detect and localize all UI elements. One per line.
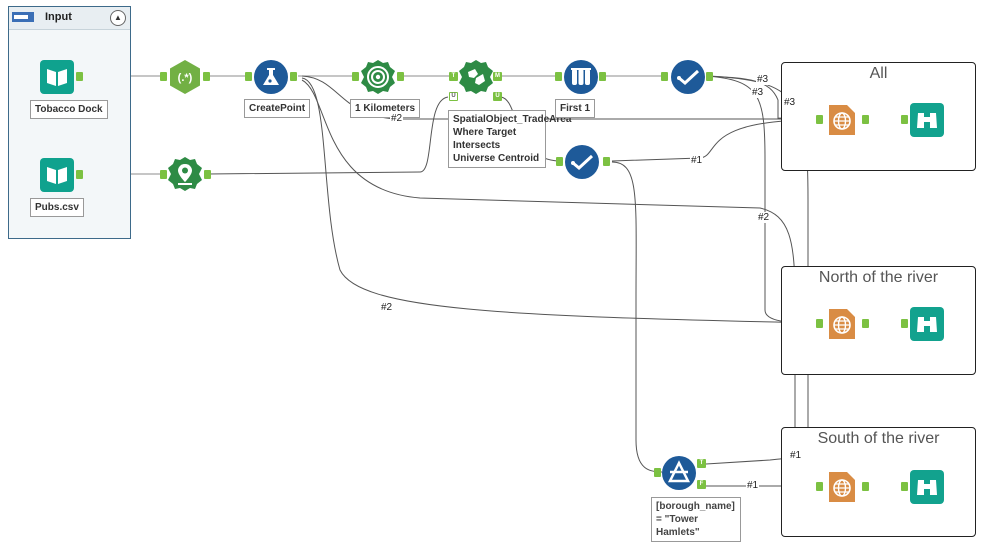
output-anchor[interactable] xyxy=(203,72,210,81)
output-anchor[interactable] xyxy=(706,72,713,81)
tool-label: CreatePoint xyxy=(244,99,311,118)
output-anchor[interactable] xyxy=(397,72,404,81)
tool-label: [borough_name] = "Tower Hamlets" xyxy=(651,497,741,542)
output-anchor[interactable] xyxy=(76,72,83,81)
tool-sample[interactable] xyxy=(564,60,598,94)
container-north[interactable]: North of the river xyxy=(781,266,976,375)
tool-label: SpatialObject_TradeArea Where Target Int… xyxy=(448,110,571,168)
trade-area-icon xyxy=(361,60,395,94)
select-check-icon xyxy=(565,145,599,179)
input-anchor[interactable] xyxy=(160,72,167,81)
book-input-icon xyxy=(40,60,74,94)
input-anchor[interactable] xyxy=(901,115,908,124)
wire-label: #3 xyxy=(751,87,765,98)
binoculars-icon xyxy=(910,103,944,137)
tool-label: Tobacco Dock xyxy=(30,100,108,119)
tool-tobacco-dock[interactable] xyxy=(40,60,74,94)
container-title: South of the river xyxy=(817,430,940,447)
sample-icon xyxy=(564,60,598,94)
input-anchor[interactable] xyxy=(816,115,823,124)
globe-output-icon xyxy=(829,105,855,135)
container-all[interactable]: All xyxy=(781,62,976,171)
wire-label: #2 xyxy=(757,212,771,223)
select-check-icon xyxy=(671,60,705,94)
output-anchor[interactable] xyxy=(204,170,211,179)
tool-output-all[interactable] xyxy=(825,103,859,137)
wire-label: #1 xyxy=(789,450,803,461)
regex-icon: (.*) xyxy=(170,60,200,94)
output-anchor[interactable] xyxy=(290,72,297,81)
tool-map-pin[interactable] xyxy=(168,157,202,191)
tool-label: 1 Kilometers xyxy=(350,99,421,118)
wire-label: #1 xyxy=(746,480,760,491)
wire-label: #2 xyxy=(380,302,394,313)
globe-output-icon xyxy=(829,472,855,502)
input-anchor[interactable] xyxy=(901,319,908,328)
tool-output-south[interactable] xyxy=(825,470,859,504)
unmatched-anchor[interactable]: U xyxy=(493,92,502,101)
input-anchor[interactable] xyxy=(556,157,563,166)
wire-label: #2 xyxy=(390,113,404,124)
input-anchor[interactable] xyxy=(816,482,823,491)
binoculars-icon xyxy=(910,307,944,341)
tool-regex[interactable]: (.*) xyxy=(168,60,202,94)
input-anchor[interactable] xyxy=(661,72,668,81)
tool-spatial-match[interactable] xyxy=(459,60,493,94)
output-anchor[interactable] xyxy=(862,482,869,491)
tool-select-top[interactable] xyxy=(671,60,705,94)
create-points-icon xyxy=(254,60,288,94)
tool-browse-south[interactable] xyxy=(910,470,944,504)
container-south[interactable]: South of the river xyxy=(781,427,976,537)
input-anchor[interactable] xyxy=(352,72,359,81)
binoculars-icon xyxy=(910,470,944,504)
container-title: North of the river xyxy=(818,269,939,286)
tool-pubs-csv[interactable] xyxy=(40,158,74,192)
true-anchor[interactable]: T xyxy=(697,459,706,468)
input-anchor[interactable] xyxy=(901,482,908,491)
tool-filter[interactable] xyxy=(662,456,696,490)
tool-trade-area[interactable] xyxy=(361,60,395,94)
input-anchor[interactable] xyxy=(816,319,823,328)
spatial-match-icon xyxy=(459,60,493,94)
tool-select-mid[interactable] xyxy=(565,145,599,179)
tool-browse-all[interactable] xyxy=(910,103,944,137)
output-anchor[interactable] xyxy=(599,72,606,81)
container-icon xyxy=(12,12,34,22)
map-pin-icon xyxy=(168,157,202,191)
output-anchor[interactable] xyxy=(862,115,869,124)
output-anchor[interactable] xyxy=(603,157,610,166)
matched-anchor[interactable]: M xyxy=(493,72,502,81)
svg-text:(.*): (.*) xyxy=(178,72,193,84)
tool-label: Pubs.csv xyxy=(30,198,84,217)
wire-label: #3 xyxy=(756,74,770,85)
input-anchor[interactable] xyxy=(555,72,562,81)
input-anchor[interactable] xyxy=(160,170,167,179)
input-container-title: Input xyxy=(45,11,72,23)
input-anchor[interactable] xyxy=(245,72,252,81)
tool-browse-north[interactable] xyxy=(910,307,944,341)
universe-anchor[interactable]: U xyxy=(449,92,458,101)
target-anchor[interactable]: T xyxy=(449,72,458,81)
input-container-header[interactable]: Input ▲ xyxy=(9,7,130,30)
collapse-icon[interactable]: ▲ xyxy=(110,10,126,26)
input-anchor[interactable] xyxy=(654,468,661,477)
globe-output-icon xyxy=(829,309,855,339)
tool-label: First 1 xyxy=(555,99,596,118)
book-input-icon xyxy=(40,158,74,192)
wire-label: #3 xyxy=(783,97,797,108)
false-anchor[interactable]: F xyxy=(697,480,706,489)
tool-create-points[interactable] xyxy=(254,60,288,94)
output-anchor[interactable] xyxy=(76,170,83,179)
wire-label: #1 xyxy=(690,155,704,166)
tool-output-north[interactable] xyxy=(825,307,859,341)
container-title: All xyxy=(869,65,888,82)
filter-icon xyxy=(662,456,696,490)
output-anchor[interactable] xyxy=(862,319,869,328)
